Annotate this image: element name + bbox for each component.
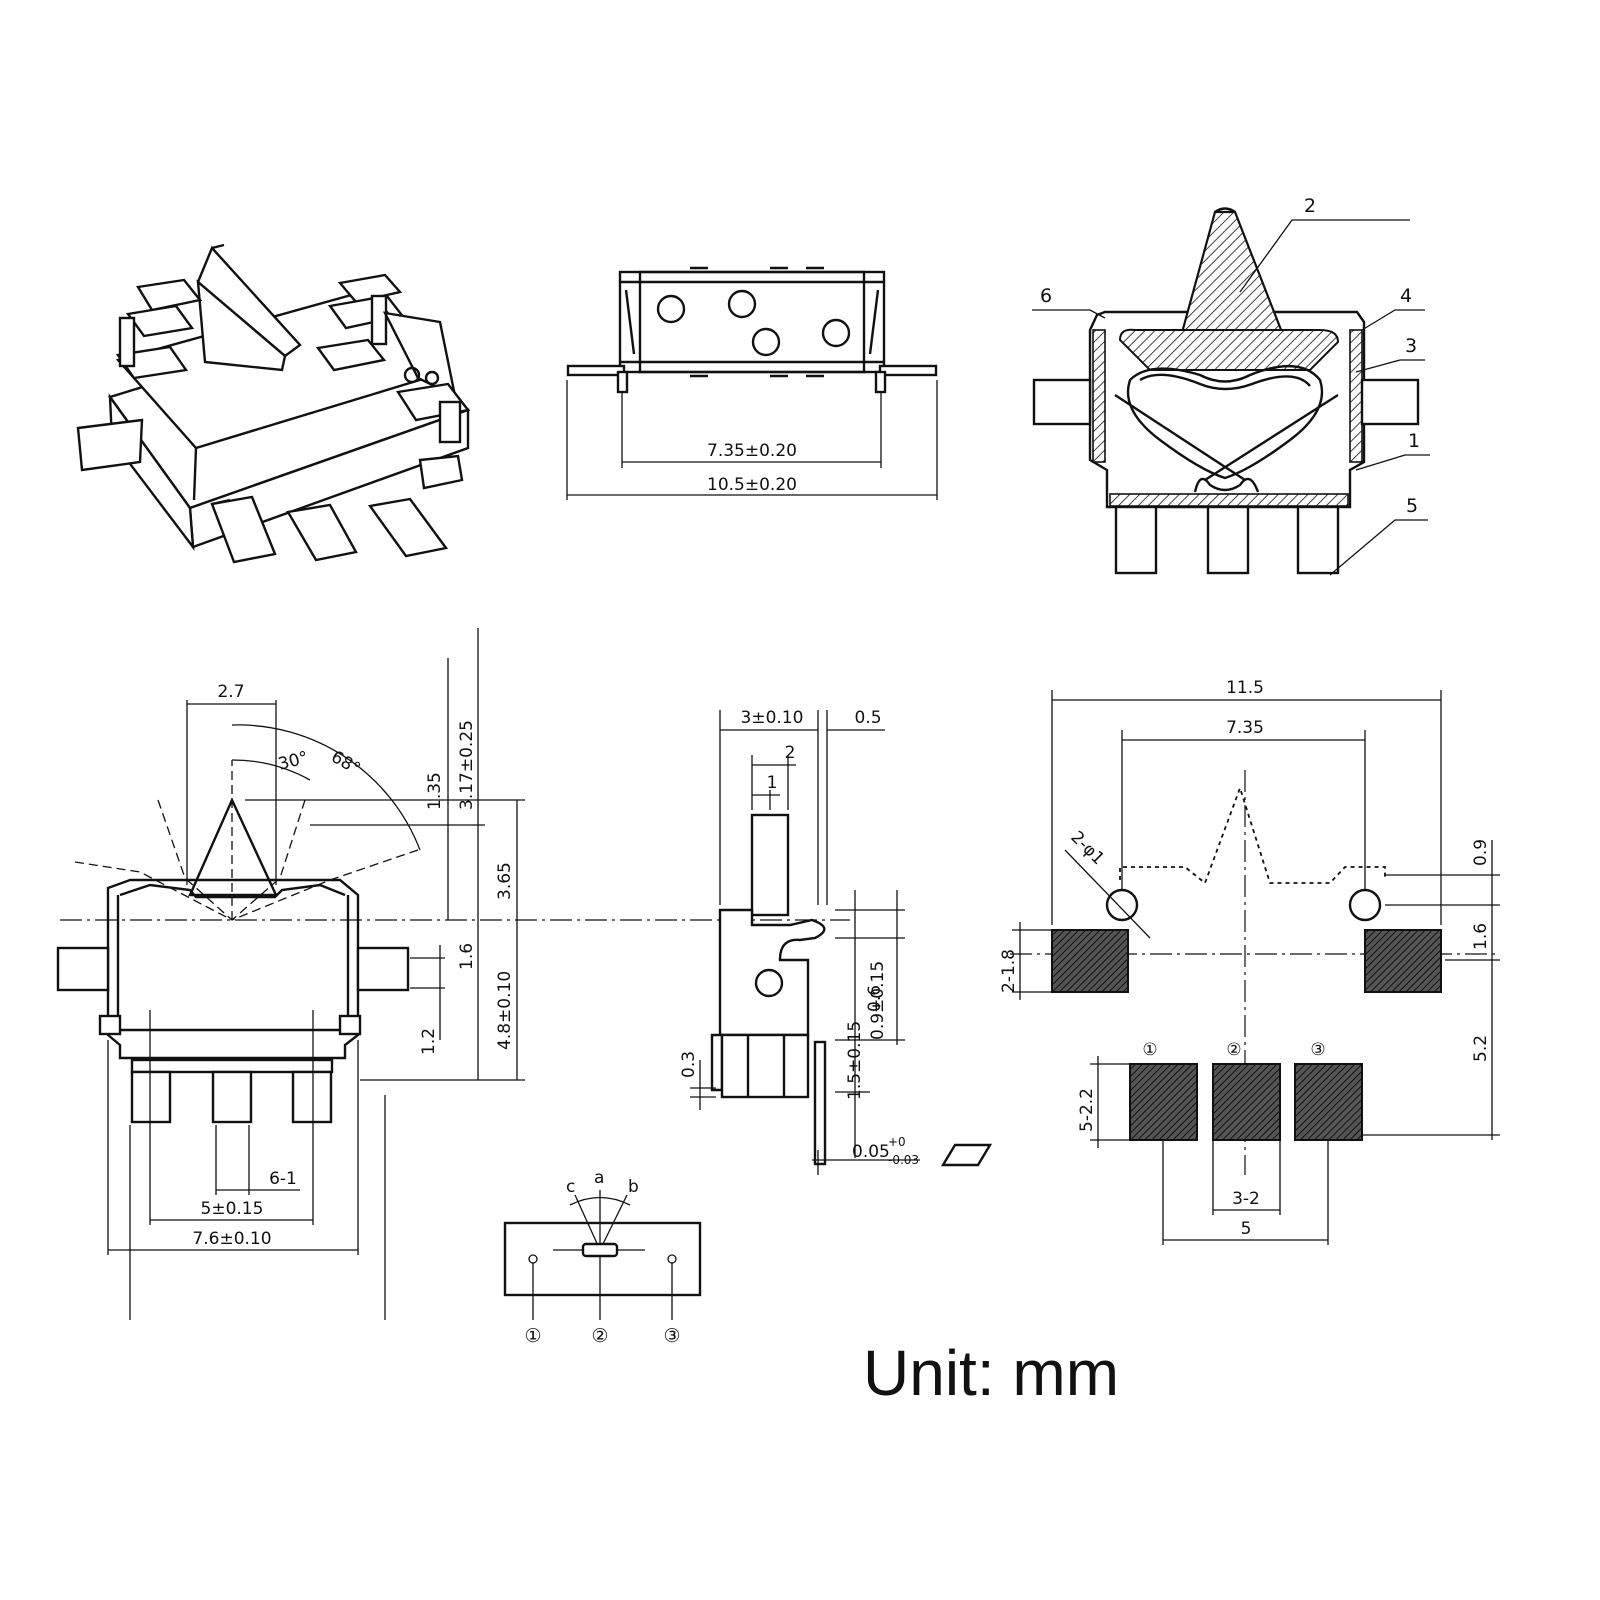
dim-2-7: 2.7 bbox=[217, 682, 244, 702]
dim-6-1: 6-1 bbox=[269, 1169, 297, 1189]
callout-3: 3 bbox=[1405, 335, 1417, 357]
dim-1-6: 1.6 bbox=[457, 943, 477, 970]
dim-1-5: 1.5±0.15 bbox=[845, 1021, 865, 1100]
dim-0-9: 0.9±0.15 bbox=[868, 961, 888, 1040]
dim-2-phi1: 2-φ1 bbox=[1066, 827, 1108, 869]
dim-3-65: 3.65 bbox=[495, 862, 515, 900]
front-view: 7.35±0.20 10.5±0.20 bbox=[566, 266, 938, 500]
dim-2-end: 2 bbox=[785, 743, 796, 763]
dim-2-1-8: 2-1.8 bbox=[999, 949, 1019, 993]
dim-0-6: 0.6 bbox=[865, 985, 885, 1012]
dim-0-05: 0.05 bbox=[852, 1142, 890, 1162]
side-view: 2.7 30° 68° 1.35 3.17±0.25 3.65 1.6 1.2 … bbox=[56, 628, 850, 1320]
callout-5: 5 bbox=[1406, 495, 1418, 517]
dim-10-5-label: 10.5±0.20 bbox=[707, 475, 797, 495]
dim-4-8: 4.8±0.10 bbox=[495, 971, 515, 1050]
isometric-view bbox=[76, 243, 471, 564]
pcb-layout: ① ② ③ 11.5 7.35 2-φ1 0.9 1.6 5.2 2-1.8 5… bbox=[999, 678, 1500, 1245]
dim-7-35-label: 7.35±0.20 bbox=[707, 441, 797, 461]
dim-7-6: 7.6±0.10 bbox=[192, 1229, 271, 1249]
terminal-2: ② bbox=[591, 1325, 608, 1347]
dim-3: 3±0.10 bbox=[741, 708, 804, 728]
dim-5-pcb: 5 bbox=[1241, 1219, 1252, 1239]
angle-68: 68° bbox=[328, 747, 364, 779]
circuit-diagram: c a b ① ② ③ bbox=[503, 1168, 702, 1347]
terminal-1: ① bbox=[524, 1325, 541, 1347]
dim-1-6-pcb: 1.6 bbox=[1471, 923, 1491, 950]
pad-3-label: ③ bbox=[1310, 1040, 1325, 1060]
dim-0-9-pcb: 0.9 bbox=[1471, 839, 1491, 866]
callout-2: 2 bbox=[1304, 195, 1316, 217]
callout-1: 1 bbox=[1408, 430, 1420, 452]
pad-1-label: ① bbox=[1142, 1040, 1157, 1060]
callout-6: 6 bbox=[1040, 285, 1052, 307]
section-view: 2 6 4 3 1 5 bbox=[1032, 195, 1430, 576]
pad-2-label: ② bbox=[1226, 1040, 1241, 1060]
dim-0-05-tol-lower: -0.03 bbox=[888, 1153, 919, 1167]
dim-0-05-tol-upper: +0 bbox=[888, 1135, 906, 1149]
dim-3-2: 3-2 bbox=[1232, 1189, 1260, 1209]
dim-5-2: 5.2 bbox=[1471, 1035, 1491, 1062]
position-a: a bbox=[594, 1168, 604, 1188]
callout-4: 4 bbox=[1400, 285, 1412, 307]
unit-label: Unit: mm bbox=[863, 1337, 1119, 1409]
dim-11-5: 11.5 bbox=[1226, 678, 1264, 698]
end-view: 3±0.10 0.5 2 1 0.6 0.9±0.15 1.5±0.15 0.3… bbox=[679, 708, 993, 1175]
dim-1-2: 1.2 bbox=[419, 1028, 439, 1055]
dim-0-5: 0.5 bbox=[854, 708, 881, 728]
terminal-3: ③ bbox=[663, 1325, 680, 1347]
position-b: b bbox=[628, 1177, 639, 1197]
dim-7-35-pcb: 7.35 bbox=[1226, 718, 1264, 738]
position-c: c bbox=[566, 1177, 575, 1197]
dim-1-end: 1 bbox=[767, 773, 778, 793]
dim-1-35: 1.35 bbox=[425, 772, 445, 810]
dim-3-17: 3.17±0.25 bbox=[457, 720, 477, 810]
dim-5-2-2: 5-2.2 bbox=[1077, 1088, 1097, 1132]
dim-5: 5±0.15 bbox=[201, 1199, 264, 1219]
dim-0-3: 0.3 bbox=[679, 1051, 699, 1078]
angle-30: 30° bbox=[276, 748, 310, 775]
